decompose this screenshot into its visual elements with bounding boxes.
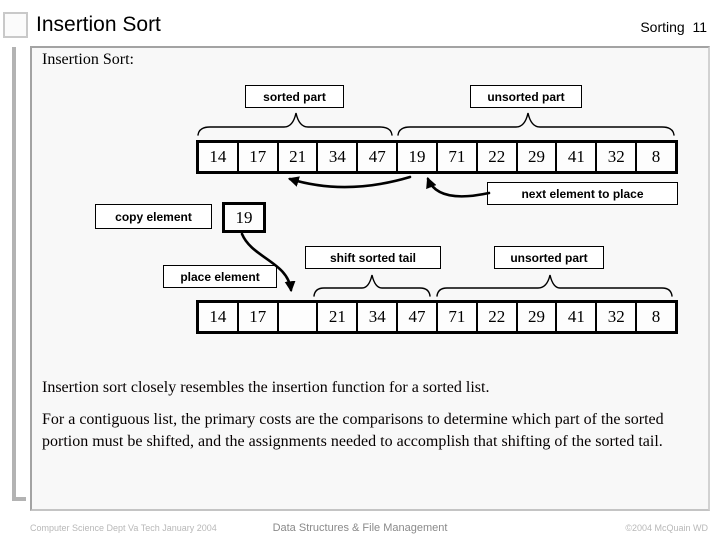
array-cell: 29 [515,143,556,171]
left-accent-bar-foot [12,497,26,501]
array-cell: 19 [396,143,436,171]
body-paragraph-2: For a contiguous list, the primary costs… [42,411,664,450]
slide-title: Insertion Sort [36,13,161,36]
body-paragraph-1: Insertion sort closely resembles the ins… [42,379,490,396]
footer-copyright: ©2004 McQuain WD [625,523,708,533]
array-cell: 14 [209,147,227,166]
corner-decoration [3,12,28,38]
array-cell: 29 [515,303,556,331]
array-cell: 34 [356,303,396,331]
unsorted-part-label: unsorted part [470,85,582,108]
array-cell: 17 [236,303,277,331]
copied-value-box: 19 [222,202,266,233]
footer-course-title: Data Structures & File Management [272,522,448,534]
array-cell: 21 [276,143,317,171]
array-cell: 22 [475,143,516,171]
sorted-part-label: sorted part [245,85,344,108]
array-cell: 71 [435,303,476,331]
left-accent-bar [12,47,16,500]
array-cell [276,303,317,331]
array-cell: 47 [356,143,396,171]
unsorted-part-label-2: unsorted part [494,246,604,269]
array-cell: 41 [555,303,595,331]
page-number-label: Sorting 11 [640,19,707,35]
array-cell: 22 [475,303,516,331]
place-element-label: place element [163,265,277,288]
array-cell: 8 [635,143,675,171]
array-cell: 34 [316,143,356,171]
array-cell: 17 [236,143,277,171]
array-cell: 21 [316,303,356,331]
array-cell: 32 [595,143,635,171]
shift-sorted-tail-label: shift sorted tail [305,246,441,269]
footer-course-info: Computer Science Dept Va Tech January 20… [30,523,217,533]
array-cell: 8 [635,303,675,331]
section-heading: Insertion Sort: [42,51,134,68]
copy-element-label: copy element [95,204,212,229]
array-cell: 71 [435,143,476,171]
array-cell: 47 [396,303,436,331]
array-cell: 41 [555,143,595,171]
array-cell: 32 [595,303,635,331]
next-element-label: next element to place [487,182,678,205]
array-cell: 14 [209,307,227,326]
